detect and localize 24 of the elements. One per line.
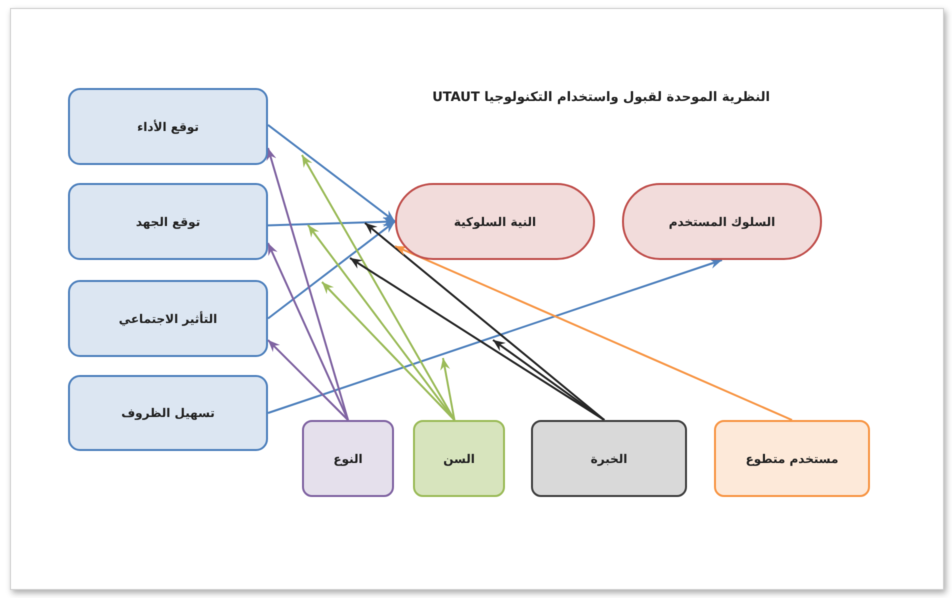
moderator-box: السن (413, 420, 505, 497)
construct-box: توقع الجهد (68, 183, 268, 260)
construct-box: توقع الأداء (68, 88, 268, 165)
arrow (266, 148, 349, 420)
arrow (440, 358, 456, 420)
arrow (267, 220, 396, 320)
arrow (267, 242, 349, 420)
construct-box: تسهيل الظروف (68, 375, 268, 451)
arrow (268, 216, 396, 227)
arrow (268, 259, 722, 414)
arrow (364, 222, 605, 421)
arrow (394, 245, 792, 421)
title: النظرية الموحدة لقبول واستخدام التكنولوجيا UTAUT (431, 90, 770, 105)
moderator-box: الخبرة (531, 420, 687, 497)
rounded-box: السلوك المستخدم (622, 183, 822, 260)
arrow (267, 124, 396, 222)
construct-box: التأثير الاجتماعي (68, 280, 268, 357)
arrow (492, 339, 605, 421)
arrow (267, 339, 349, 421)
moderator-box: النوع (302, 420, 394, 497)
rounded-box: النية السلوكية (395, 183, 595, 260)
moderator-box: مستخدم متطوع (714, 420, 870, 497)
arrow (321, 281, 456, 421)
arrow (349, 257, 605, 421)
